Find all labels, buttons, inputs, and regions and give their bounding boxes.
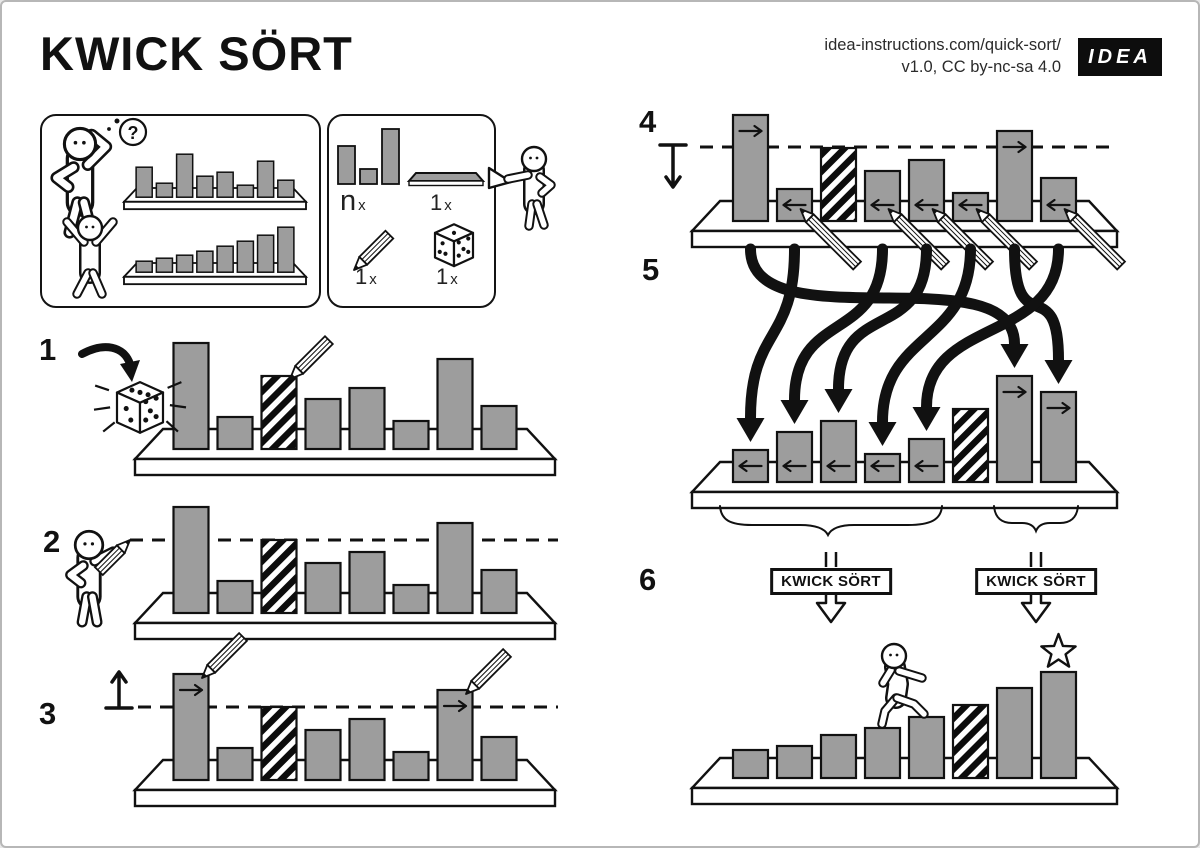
credits-url: idea-instructions.com/quick-sort/: [824, 36, 1061, 54]
above-line-icon: [104, 670, 134, 710]
pencil-icon: [931, 208, 995, 271]
pencil-icon: [353, 229, 395, 271]
recursion-arrows: [815, 552, 1052, 624]
credits-license: v1.0, CC by-nc-sa 4.0: [901, 58, 1061, 77]
braces: [719, 505, 1079, 538]
pencil-icon: [465, 647, 513, 695]
problem-panel-art: ?: [50, 117, 148, 299]
step6-scene: [689, 632, 1120, 806]
person-happy: [62, 214, 118, 299]
person-confused: [50, 126, 113, 239]
pencil-icon: [975, 208, 1039, 271]
move-arrows: [736, 243, 1073, 446]
recurse-right-label: KWICK SÖRT: [975, 568, 1097, 595]
parts-die: [433, 223, 475, 268]
step-1-number: 1: [39, 332, 57, 367]
question-mark: ?: [128, 123, 139, 143]
shelf-icon: [406, 172, 486, 187]
step1-scene: [78, 334, 558, 477]
step3-scene: [132, 631, 558, 808]
pencil-icon: [1063, 208, 1127, 271]
pencil-icon: [289, 334, 335, 380]
intro-unsorted-chart: [121, 153, 309, 211]
page-title: KWICK SÖRT: [40, 27, 353, 80]
recurse-left-label: KWICK SÖRT: [770, 568, 892, 595]
pencil-icon: [93, 539, 131, 577]
pencil-icon: [799, 208, 863, 271]
step-5-number: 5: [642, 252, 660, 287]
idea-logo: IDEA: [1078, 38, 1162, 76]
person-climb: [877, 642, 929, 729]
step4-scene: [689, 113, 1127, 271]
die-icon: [93, 381, 187, 434]
step2-scene: [65, 505, 558, 641]
idea-logo-text: IDEA: [1088, 45, 1152, 68]
step-2-number: 2: [43, 524, 61, 559]
person-pencil: [65, 529, 119, 628]
person-point: [503, 145, 556, 231]
pencil-icon: [887, 208, 951, 271]
parts-panel-art: [487, 145, 556, 231]
credits: idea-instructions.com/quick-sort/ v1.0, …: [824, 34, 1061, 79]
die-icon: [433, 223, 475, 268]
below-line-icon: [658, 143, 688, 189]
step-3-number: 3: [39, 696, 57, 731]
intro-sorted-chart: [121, 226, 309, 286]
parts-bars-icon: [337, 128, 400, 185]
parts-pencil: [353, 229, 395, 271]
step5-scene: [689, 374, 1120, 510]
step-6-number: 6: [639, 562, 657, 597]
pencil-icon: [201, 631, 249, 679]
step-4-number: 4: [639, 104, 657, 139]
